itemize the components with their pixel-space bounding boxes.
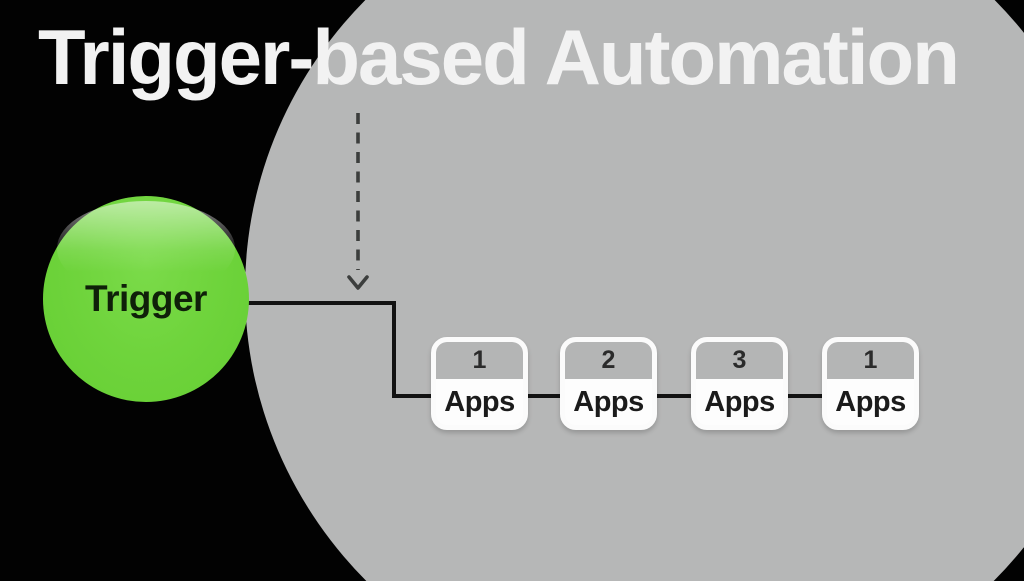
app-node-4: 1 Apps xyxy=(822,337,919,430)
trigger-label: Trigger xyxy=(85,278,207,319)
app-node-4-label: Apps xyxy=(827,379,914,425)
app-node-1-number: 1 xyxy=(436,342,523,379)
connector-trigger-horizontal xyxy=(243,301,396,305)
app-node-1-label: Apps xyxy=(436,379,523,425)
connector-to-first-app xyxy=(392,394,432,398)
connector-app3-app4 xyxy=(787,394,823,398)
app-node-3: 3 Apps xyxy=(691,337,788,430)
connector-app2-app3 xyxy=(656,394,692,398)
app-node-2-number: 2 xyxy=(565,342,652,379)
app-node-3-label: Apps xyxy=(696,379,783,425)
app-node-4-number: 1 xyxy=(827,342,914,379)
app-node-1: 1 Apps xyxy=(431,337,528,430)
connector-vertical-drop xyxy=(392,301,396,398)
backdrop-circle xyxy=(245,0,1024,581)
app-node-2: 2 Apps xyxy=(560,337,657,430)
connector-app1-app2 xyxy=(527,394,561,398)
app-node-2-label: Apps xyxy=(565,379,652,425)
app-node-3-number: 3 xyxy=(696,342,783,379)
trigger-node: Trigger xyxy=(43,196,249,402)
dashed-down-arrow-icon xyxy=(347,113,369,290)
page-title: Trigger-based Automation xyxy=(38,13,960,101)
